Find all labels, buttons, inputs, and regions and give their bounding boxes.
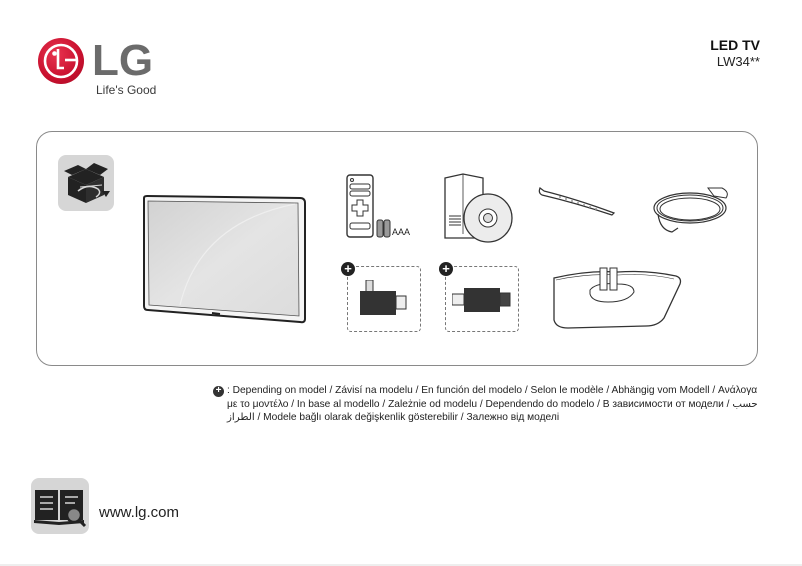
- cable-holder-icon: [538, 187, 616, 216]
- brand-tagline: Life's Good: [96, 83, 157, 97]
- optional-angle-adapter-box: [347, 266, 421, 332]
- manual-search-icon-tile: [31, 478, 89, 534]
- manual-search-icon: [34, 490, 87, 528]
- manual-and-cd-icon: [444, 173, 513, 243]
- box-contents-icon: [58, 155, 114, 211]
- website-link[interactable]: www.lg.com: [99, 504, 180, 521]
- lg-logo-symbol: [38, 38, 84, 84]
- page-bottom-border: [0, 564, 802, 566]
- battery-icon: [376, 219, 391, 238]
- optional-plus-icon: +: [439, 262, 453, 276]
- stand-icon: [553, 267, 682, 329]
- open-box-icon: [64, 163, 110, 203]
- model-number: LW34**: [716, 54, 760, 69]
- lg-face-icon: [43, 43, 79, 79]
- optional-plus-icon: +: [341, 262, 355, 276]
- document-title: LED TV: [710, 37, 760, 53]
- package-contents-frame: [36, 131, 758, 366]
- optional-straight-adapter-box: [445, 266, 519, 332]
- tv-illustration: [143, 194, 306, 324]
- power-cord-icon: [653, 187, 728, 233]
- battery-type-label: AAA: [392, 227, 411, 237]
- optional-plus-icon: +: [213, 386, 224, 397]
- straight-adapter-icon: [452, 288, 511, 312]
- brand-logo-text: LG: [92, 36, 154, 85]
- remote-control-icon: [346, 174, 374, 238]
- angle-adapter-icon: [360, 280, 407, 315]
- depending-on-model-note: : Depending on model / Závisí na modelu …: [227, 385, 758, 423]
